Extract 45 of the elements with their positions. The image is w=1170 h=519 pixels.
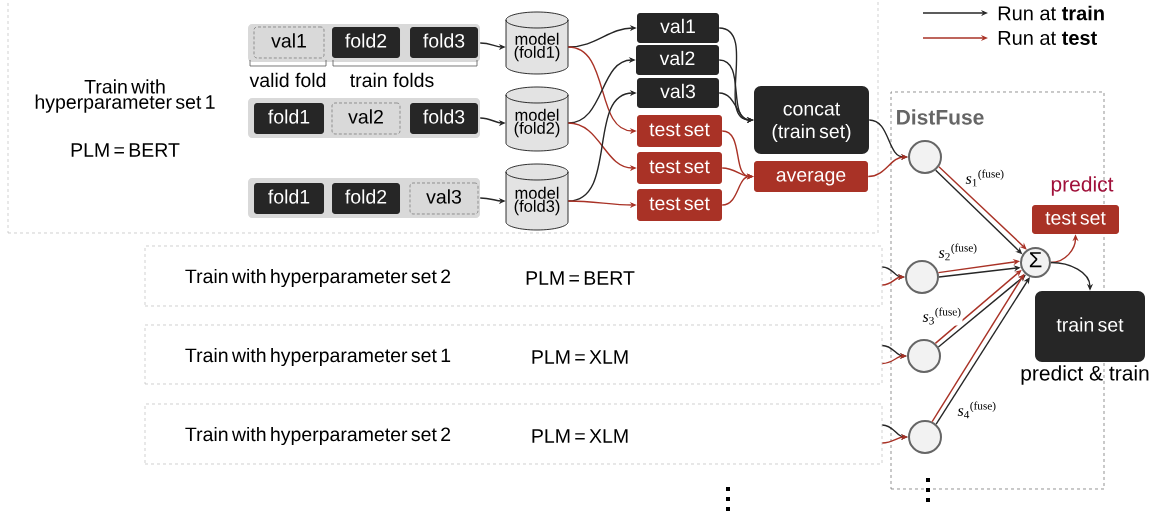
dashed-panel: Train with hyperparameter set 2 PLM = BERT	[144, 245, 883, 307]
data-box: val1	[637, 13, 719, 43]
data-box: test set	[637, 152, 722, 184]
caption-text: predict	[1051, 176, 1114, 196]
fold-box: val1	[253, 26, 325, 59]
data-box: fold3	[410, 103, 478, 134]
edge-label: s$_{1}$(fuse)	[964, 168, 1006, 188]
bracket-label: train folds	[350, 72, 434, 88]
dashed-panel: Train with hyperparameter set 2 PLM = XLM	[144, 403, 883, 465]
arrow	[881, 273, 905, 286]
neuron-circle	[907, 339, 941, 373]
legend-item: Run at train	[922, 5, 1104, 21]
neuron-circle	[908, 420, 942, 454]
bracket-label: valid fold	[249, 72, 326, 88]
data-box: fold1	[254, 103, 324, 134]
data-box: fold2	[332, 27, 400, 58]
edge-label: s$_{2}$(fuse)	[937, 242, 979, 262]
neuron-circle	[908, 140, 942, 174]
data-box: fold3	[410, 27, 478, 58]
data-box: concat (train set)	[754, 86, 869, 154]
fold-box: val2	[331, 102, 401, 135]
data-box: average	[754, 161, 868, 192]
model-cylinder: model (fold3)	[505, 163, 569, 231]
data-box: train set	[1035, 291, 1145, 362]
neuron-circle	[905, 260, 939, 294]
data-box: fold1	[254, 183, 324, 214]
data-box: val3	[637, 78, 719, 108]
edge-label: s$_{3}$(fuse)	[921, 306, 963, 326]
arrow	[881, 433, 908, 444]
data-box: test set	[1032, 205, 1119, 234]
data-box: fold2	[332, 183, 400, 214]
fold-box: val3	[409, 182, 479, 215]
node-label: val1	[660, 18, 695, 34]
model-cylinder: model (fold2)	[505, 86, 569, 152]
node-label: val2	[659, 50, 695, 66]
data-box: test set	[637, 115, 722, 147]
arrow	[881, 352, 907, 365]
data-box: val2	[636, 45, 719, 75]
arrow	[867, 153, 908, 178]
edge-label: s$_{4}$(fuse)	[956, 400, 998, 420]
dashed-panel: Train with hyperparameter set 1 PLM = XLM	[144, 324, 883, 385]
legend-item: Run at test	[922, 31, 1097, 45]
model-cylinder: model (fold1)	[505, 11, 569, 75]
caption-text: predict & train	[1021, 365, 1149, 385]
data-box: test set	[637, 189, 722, 221]
